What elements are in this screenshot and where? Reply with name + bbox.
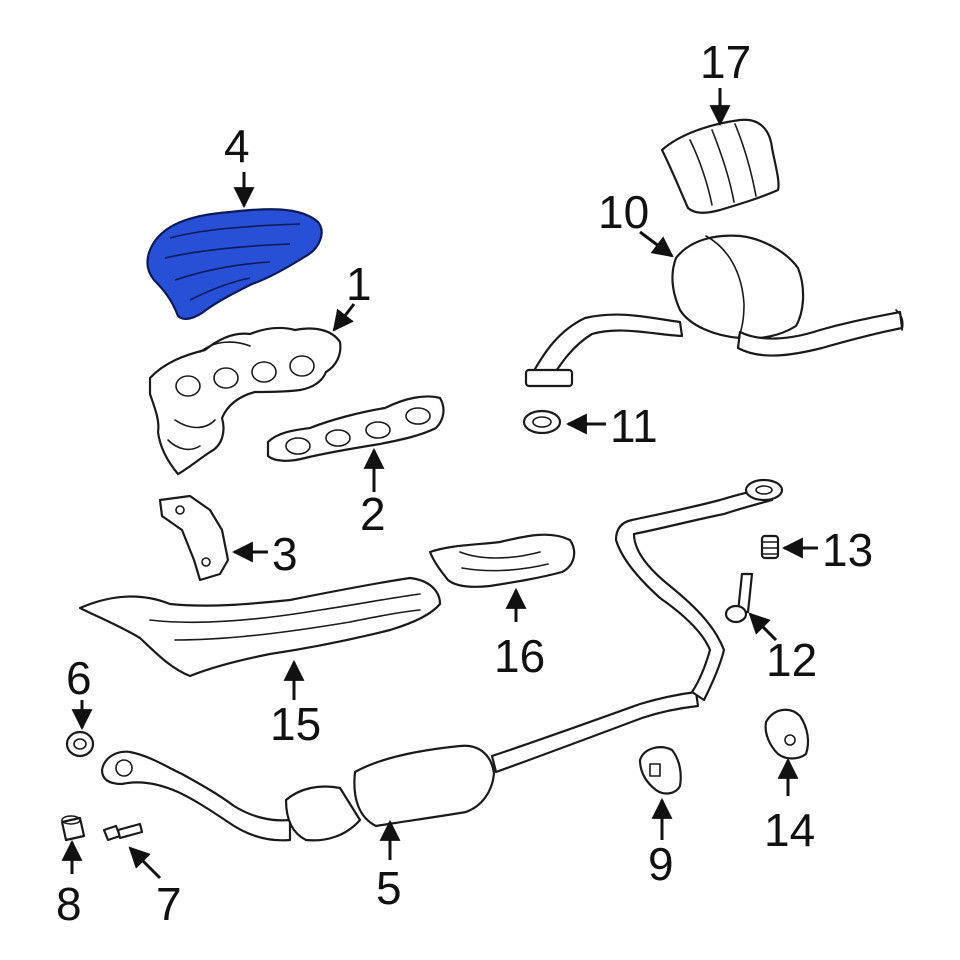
part-11-gasket[interactable]: [522, 409, 562, 435]
part-17-muffler-heat-shield[interactable]: [660, 118, 780, 214]
callout-10[interactable]: 10: [598, 186, 649, 238]
leader-10: [639, 230, 674, 258]
leader-lines: [61, 88, 818, 880]
callout-11[interactable]: 11: [610, 400, 658, 452]
part-13-spring[interactable]: [760, 534, 780, 560]
callout-3[interactable]: 3: [272, 528, 298, 580]
callout-labels: 4 1 2 3 17 10 11 13 12 16 15 6 8 7 5 9 1…: [56, 36, 873, 930]
callout-6[interactable]: 6: [66, 652, 92, 704]
part-10-muffler[interactable]: [524, 234, 904, 388]
part-15-front-heat-shield[interactable]: [78, 576, 442, 678]
part-7-bolt[interactable]: [102, 822, 144, 842]
leader-1: [332, 303, 356, 332]
part-6-gasket[interactable]: [65, 730, 95, 758]
callout-8[interactable]: 8: [56, 878, 82, 930]
part-16-center-heat-shield[interactable]: [428, 533, 576, 588]
part-9-hanger[interactable]: [638, 746, 682, 795]
part-14-hanger[interactable]: [764, 708, 810, 760]
part-8-nut[interactable]: [60, 815, 86, 842]
leader-12: [748, 612, 778, 642]
callout-15[interactable]: 15: [270, 698, 321, 750]
callout-17[interactable]: 17: [700, 36, 751, 88]
callout-4[interactable]: 4: [224, 120, 250, 172]
leader-7: [128, 846, 162, 880]
callout-9[interactable]: 9: [648, 838, 674, 890]
part-3-bracket[interactable]: [158, 494, 230, 582]
callout-16[interactable]: 16: [494, 630, 545, 682]
part-4-heat-shield[interactable]: [146, 208, 323, 320]
callout-7[interactable]: 7: [156, 878, 182, 930]
callout-1[interactable]: 1: [346, 258, 372, 310]
callout-2[interactable]: 2: [360, 488, 386, 540]
part-2-manifold-gasket[interactable]: [266, 395, 445, 462]
part-1-exhaust-manifold[interactable]: [148, 326, 342, 476]
callout-5[interactable]: 5: [376, 862, 402, 914]
part-5-front-pipe-converter[interactable]: [100, 478, 784, 842]
callout-14[interactable]: 14: [764, 804, 815, 856]
part-12-bolt[interactable]: [724, 572, 754, 624]
callout-12[interactable]: 12: [766, 634, 817, 686]
callout-13[interactable]: 13: [822, 524, 873, 576]
